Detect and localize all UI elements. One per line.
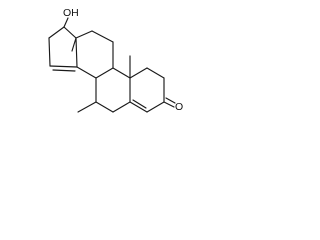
bond-c7-methyl <box>77 101 97 113</box>
bond-c12-c11 <box>91 30 114 43</box>
bond-c17-c13 <box>63 26 77 39</box>
bond-c3-o-double <box>165 97 176 104</box>
bond-c3-o <box>163 101 175 108</box>
bond-c13-c12 <box>75 30 93 39</box>
bond-c3-c4 <box>146 101 165 113</box>
bond-lines <box>48 17 176 113</box>
bond-c17-c16 <box>48 26 65 39</box>
bond-c6-c5 <box>112 101 131 113</box>
bond-c7-c6 <box>95 101 114 113</box>
steroid-skeletal-structure: OH O <box>48 7 183 113</box>
bond-c13-methyl <box>71 37 77 52</box>
bond-c15-c14-double <box>52 69 76 72</box>
bond-c4-c5-double <box>132 99 147 109</box>
bond-c10-c9 <box>112 67 131 79</box>
bond-c16-c15 <box>48 37 51 67</box>
bond-c1-c2 <box>146 67 165 79</box>
bond-c15-c14 <box>49 65 78 68</box>
bond-c10-c1 <box>129 67 148 79</box>
bond-c9-c8 <box>95 67 114 79</box>
bond-c14-c13 <box>75 37 78 68</box>
bond-c4-c5 <box>129 101 148 113</box>
bond-c17-oh <box>63 17 69 28</box>
hydroxyl-label: OH <box>63 7 79 19</box>
carbonyl-oxygen-label: O <box>175 101 183 113</box>
bond-c8-c14 <box>76 66 97 79</box>
